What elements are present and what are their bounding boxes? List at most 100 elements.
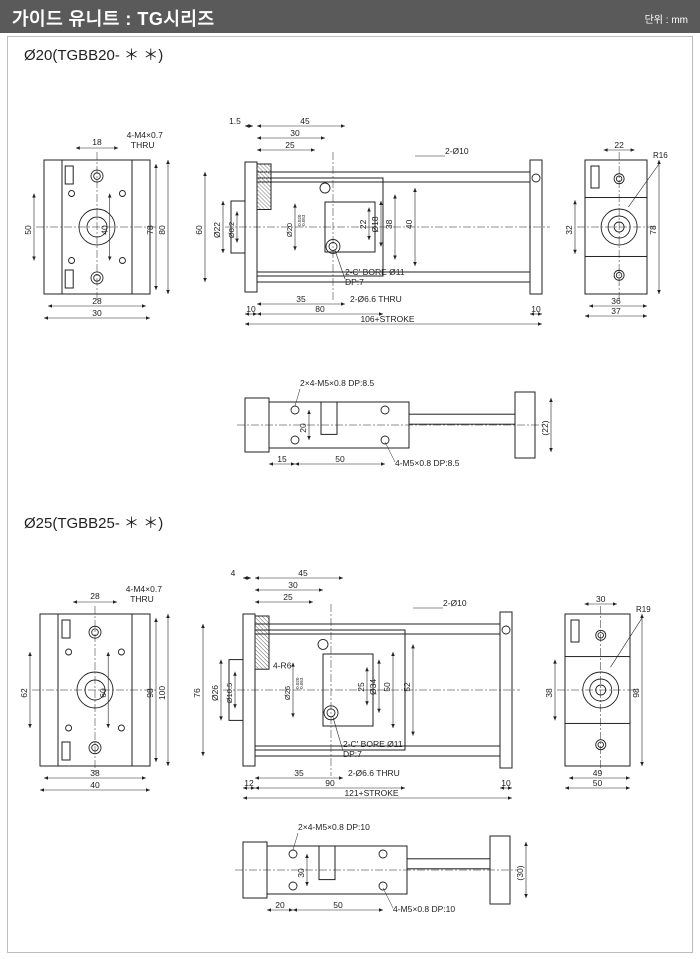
leader-line: [610, 617, 643, 668]
dim-front_22: 22: [358, 219, 368, 229]
section-title-20: Ø20(TGBB20- ＊ ＊): [24, 47, 164, 64]
dim-end_32: 38: [544, 688, 554, 698]
hatch-line: [254, 633, 270, 648]
dim-arrow: [154, 758, 158, 762]
dim-arrow: [341, 124, 345, 128]
dim-side_top_w: 18: [92, 137, 102, 147]
dim-front_60: 76: [192, 688, 202, 698]
dim-arrow: [203, 172, 207, 176]
dim-front_80: 80: [315, 304, 325, 314]
dim-arrow: [393, 194, 397, 199]
dim-arrow: [255, 600, 259, 604]
dim-arrow: [367, 236, 371, 240]
dim-front_1_5: 1.5: [229, 116, 241, 126]
page-title: 가이드 유니트 : TG시리즈: [12, 9, 215, 29]
dim-front_phi20: Ø20: [285, 223, 294, 237]
dim-front_phi8_2: Ø10.5: [225, 683, 234, 703]
hatch-line: [256, 193, 272, 208]
dim-side_thru: THRU: [131, 140, 155, 150]
dim-arrow: [393, 255, 397, 260]
dim-arrow: [379, 312, 383, 316]
dim-arrow: [549, 398, 553, 402]
dim-side_top_w: 28: [90, 591, 100, 601]
dim-arrow: [391, 652, 395, 656]
tap-hole-front: [319, 182, 331, 194]
dim-arrow: [255, 576, 259, 580]
tap-hole: [117, 724, 125, 732]
dim-bottom_bot_thread: 4-M5×0.8 DP:8.5: [395, 458, 460, 468]
dim-arrow: [289, 908, 293, 912]
dim-bottom_22: (30): [515, 865, 525, 880]
tap-hole: [65, 724, 73, 732]
dim-arrow: [307, 436, 311, 440]
hatch-line: [254, 629, 270, 644]
dim-end_22: 30: [596, 594, 606, 604]
dim-arrow: [377, 659, 381, 664]
hatch-line: [254, 649, 270, 664]
hatch-line: [267, 163, 272, 168]
hatch-line: [256, 205, 262, 210]
dim-side_thread: 4-M4×0.7: [126, 584, 162, 594]
tap-hole: [65, 648, 73, 656]
dim-front_10a: 10: [246, 304, 256, 314]
dim-arrow: [584, 602, 589, 606]
dim-arrow: [589, 304, 593, 308]
dim-bottom_bot_thread: 4-M5×0.8 DP:10: [393, 904, 455, 914]
dim-front_25: 25: [285, 140, 295, 150]
dim-side_h_80: 100: [157, 686, 167, 700]
dim-arrow: [201, 624, 205, 628]
dim-arrow: [309, 600, 313, 604]
dim-side_bot_28: 28: [92, 296, 102, 306]
dim-arrow: [247, 576, 251, 580]
leader-line: [292, 832, 299, 851]
tap-hole-front: [317, 638, 329, 650]
hatch-line: [259, 163, 272, 176]
dim-arrow: [538, 312, 542, 316]
dim-arrow: [524, 894, 528, 898]
tap-hole: [68, 190, 76, 197]
hatch-line: [254, 661, 264, 670]
hatch-line: [254, 637, 270, 652]
hatch-line: [256, 189, 272, 204]
dim-end_36: 49: [593, 768, 603, 778]
bottom-tap: [380, 405, 390, 415]
dim-bottom_20: 20: [298, 423, 308, 433]
hatch-line: [254, 665, 260, 670]
dim-arrow: [391, 724, 395, 728]
dim-arrow: [365, 701, 369, 706]
dim-arrow: [413, 188, 417, 192]
dim-bottom_top_thread: 2×4-M5×0.8 DP:10: [298, 822, 370, 832]
dim-arrow: [245, 322, 249, 326]
dim-arrow: [28, 724, 32, 728]
dim-arrow: [221, 249, 225, 253]
dim-front_10b: 10: [501, 778, 511, 788]
dim-side_h_left: 50: [23, 225, 33, 235]
guide-rod-top: [256, 171, 531, 183]
dim-arrow: [603, 148, 608, 152]
hatch-line: [254, 625, 270, 640]
leader-line: [382, 887, 394, 909]
bolt-hole-inner: [615, 272, 623, 279]
dim-arrow: [146, 788, 150, 792]
leader-line: [334, 250, 346, 280]
dim-arrow: [48, 304, 52, 308]
dim-arrow: [253, 312, 257, 316]
dim-arrow: [154, 618, 158, 622]
dim-front_phi18: Ø34: [368, 679, 378, 695]
dim-arrow: [365, 667, 369, 672]
dim-side_bot_30: 40: [90, 780, 100, 790]
dim-end_78: 98: [631, 688, 641, 698]
dim-arrow: [341, 302, 345, 306]
dim-arrow: [142, 304, 146, 308]
dim-arrow: [307, 410, 311, 414]
dim-arrow: [257, 302, 261, 306]
dim-bottom_20: 30: [296, 868, 306, 878]
dim-arrow: [643, 304, 647, 308]
dim-arrow: [377, 708, 381, 713]
dim-arrow: [28, 652, 32, 656]
dim-arrow: [413, 262, 417, 266]
bottom-cbore-section: [320, 401, 338, 435]
bottom-tap: [290, 405, 300, 415]
dim-arrow: [657, 290, 661, 294]
